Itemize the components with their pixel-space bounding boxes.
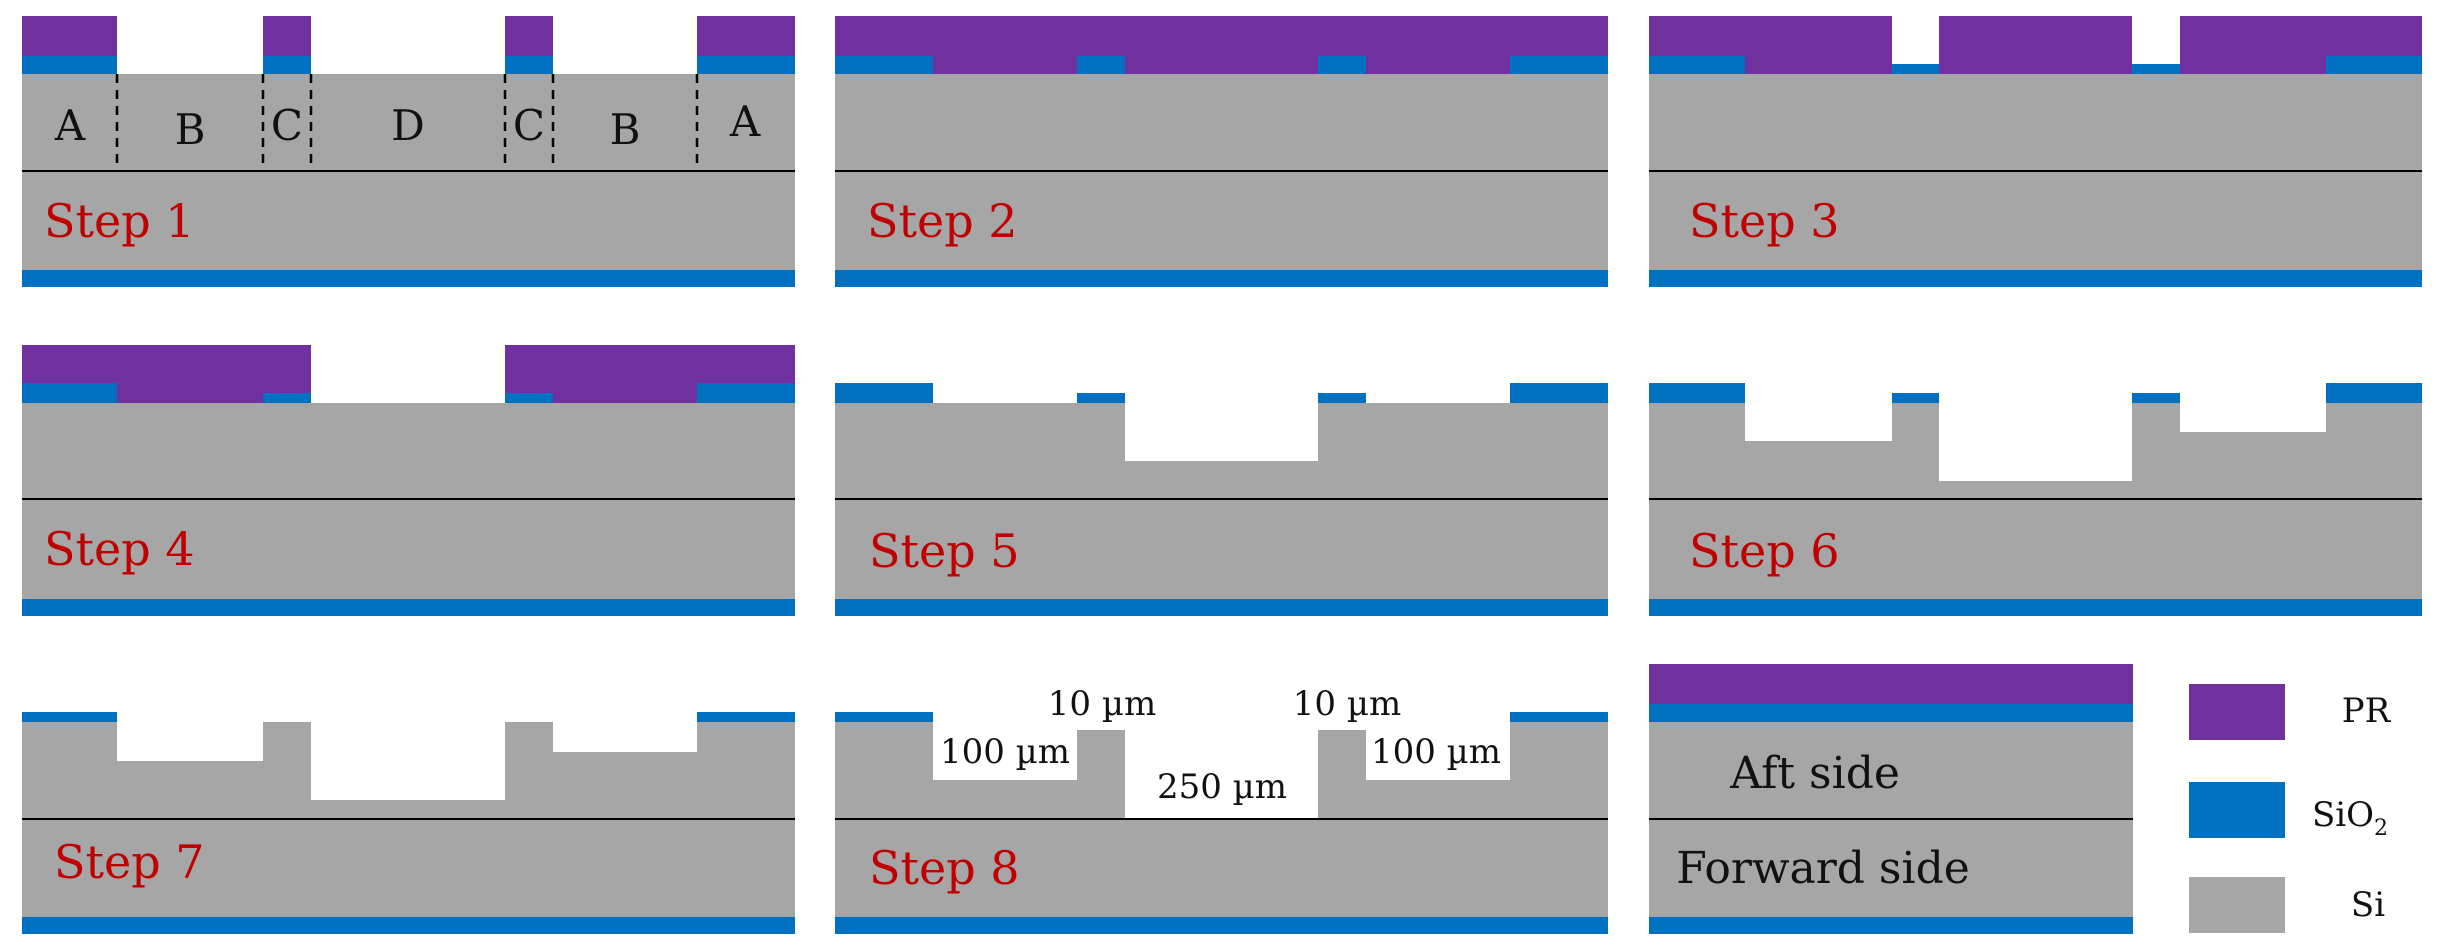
sio2-pad: [835, 712, 933, 722]
legend-label-pr: PR: [2342, 691, 2392, 731]
legend-swatch-pr: [2189, 684, 2285, 740]
step-label: Step 2: [867, 194, 1018, 248]
sio2-pad: [835, 56, 933, 74]
panel-step-8: 10 µm 10 µm 100 µm 100 µm 250 µm Step 8: [835, 684, 1608, 934]
sio2-pad: [2326, 383, 2422, 403]
step-label: Step 8: [869, 841, 1020, 895]
si-layer: [835, 403, 1608, 599]
sio2-pad: [2132, 393, 2180, 403]
panel-step-4: Step 4: [22, 345, 795, 616]
sio2-layer: [1649, 704, 2133, 722]
dimension-label-shallow-right: 100 µm: [1371, 732, 1501, 772]
dimension-label-deep-center: 250 µm: [1157, 767, 1287, 807]
aft-side-label: Aft side: [1729, 748, 1900, 799]
region-label: C: [271, 101, 303, 150]
sio2-pad: [2326, 56, 2422, 74]
step-label: Step 3: [1689, 194, 1840, 248]
sio2-pad: [22, 383, 117, 403]
region-label: C: [513, 101, 545, 150]
pr-pad: [22, 16, 117, 56]
step-label: Step 4: [44, 522, 195, 576]
backside-sio2-layer: [835, 917, 1608, 934]
sio2-pad: [1510, 383, 1608, 403]
dimension-label-shallow-left: 100 µm: [940, 732, 1070, 772]
pr-pad: [505, 16, 553, 56]
legend-label-si: Si: [2351, 885, 2385, 925]
sio2-pad: [1649, 56, 1745, 74]
backside-sio2-layer: [22, 270, 795, 287]
sio2-pad: [22, 712, 117, 722]
region-dividers: [115, 74, 699, 171]
region-label: B: [610, 105, 641, 154]
sio2-pad: [22, 56, 117, 74]
pr-block: [1939, 16, 2132, 74]
backside-sio2-layer: [22, 599, 795, 616]
backside-sio2-layer: [1649, 270, 2422, 287]
dimension-label-ridge-right: 10 µm: [1293, 684, 1401, 724]
panel-step-7: Step 7: [22, 712, 795, 934]
legend: PR SiO2 Si: [2189, 684, 2392, 933]
legend-label-sio2: SiO2: [2312, 795, 2388, 841]
legend-swatch-si: [2189, 877, 2285, 933]
panel-wafer-sides: Aft side Forward side: [1649, 664, 2133, 934]
panel-step-1: A B C D C B A Step 1: [22, 16, 795, 287]
sio2-pad: [697, 383, 795, 403]
sio2-pad: [1318, 393, 1366, 403]
sio2-pad: [263, 393, 311, 403]
pr-pad: [697, 16, 795, 56]
backside-sio2-layer: [22, 917, 795, 934]
backside-sio2-layer: [835, 270, 1608, 287]
sio2-pad: [1510, 712, 1608, 722]
step-label: Step 6: [1689, 524, 1840, 578]
pr-pad: [263, 16, 311, 56]
panel-step-5: Step 5: [835, 383, 1608, 616]
si-layer: [1649, 403, 2422, 599]
sio2-pad: [263, 56, 311, 74]
panel-step-3: Step 3: [1649, 16, 2422, 287]
sio2-pad: [1077, 56, 1125, 74]
forward-side-label: Forward side: [1676, 843, 1970, 894]
sio2-pad: [1892, 64, 1939, 74]
sio2-pad: [697, 56, 795, 74]
region-label: A: [729, 97, 761, 146]
sio2-pad: [505, 56, 553, 74]
step-label: Step 5: [869, 524, 1020, 578]
sio2-pad: [835, 383, 933, 403]
region-label: B: [175, 105, 206, 154]
backside-sio2-layer: [1649, 599, 2422, 616]
sio2-pad: [1077, 393, 1125, 403]
legend-label-sio2-base: SiO: [2312, 795, 2374, 835]
region-label: D: [391, 101, 425, 150]
panel-step-2: Step 2: [835, 16, 1608, 287]
sio2-pad: [1892, 393, 1939, 403]
backside-sio2-layer: [835, 599, 1608, 616]
panel-step-6: Step 6: [1649, 383, 2422, 616]
sio2-pad: [697, 712, 795, 722]
sio2-pad: [505, 393, 553, 403]
sio2-pad: [2132, 64, 2180, 74]
dimension-label-ridge-left: 10 µm: [1048, 684, 1156, 724]
legend-label-sio2-subscript: 2: [2374, 816, 2388, 841]
step-label: Step 7: [54, 835, 205, 889]
sio2-pad: [1318, 56, 1366, 74]
step-label: Step 1: [44, 194, 195, 248]
region-label: A: [54, 101, 86, 150]
si-layer: [22, 403, 795, 599]
pr-layer: [835, 16, 1608, 74]
backside-sio2-layer: [1649, 917, 2133, 934]
legend-swatch-sio2: [2189, 782, 2285, 838]
pr-layer: [1649, 664, 2133, 704]
sio2-pad: [1649, 383, 1745, 403]
sio2-pad: [1510, 56, 1608, 74]
